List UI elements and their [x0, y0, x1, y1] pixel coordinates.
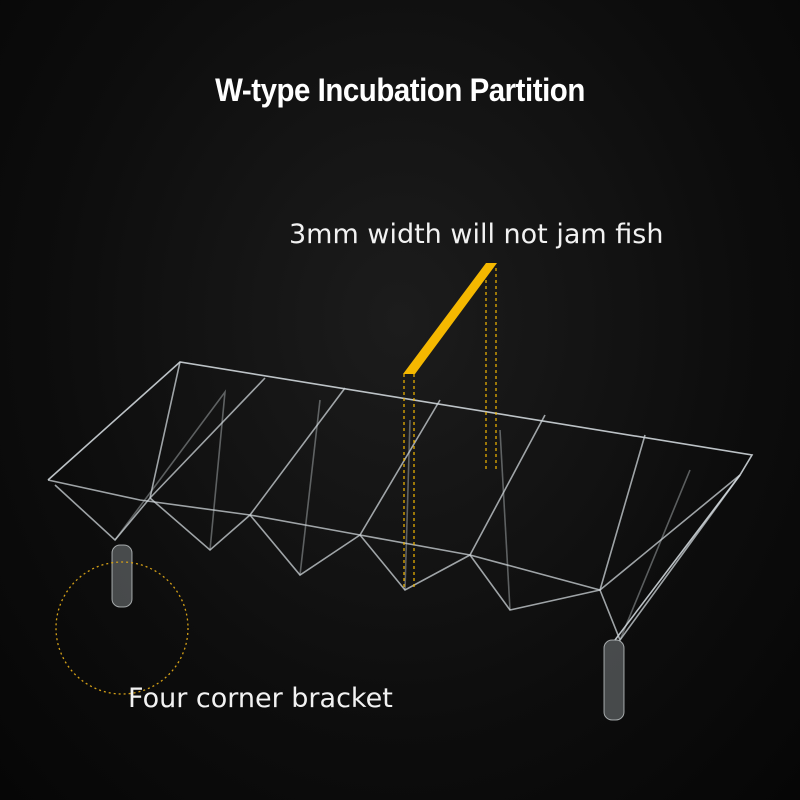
leg-front-left	[111, 544, 133, 608]
width-annotation: 3mm width will not jam fish	[289, 219, 664, 250]
bracket-highlight-circle	[55, 561, 189, 695]
width-indicator	[403, 263, 497, 590]
incubation-tray	[47, 361, 754, 642]
width-bar	[403, 263, 497, 374]
corner-legs	[111, 544, 625, 721]
bracket-annotation: Four corner bracket	[128, 683, 393, 714]
page-title: W-type Incubation Partition	[215, 72, 585, 108]
leg-front-right	[603, 639, 625, 721]
